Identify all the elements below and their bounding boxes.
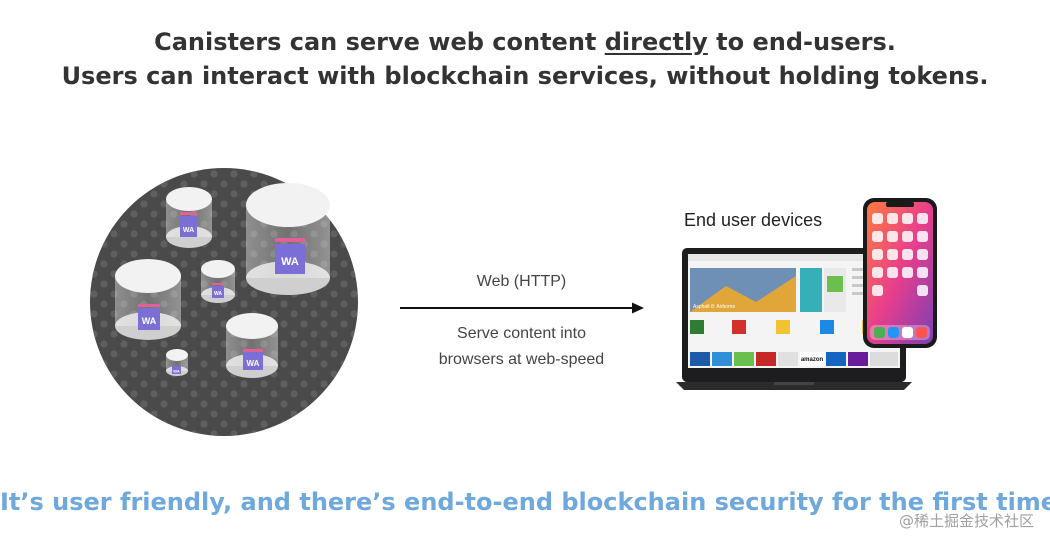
tile-label: amazon: [801, 357, 824, 363]
headline-text-after: to end-users.: [707, 28, 896, 56]
wasm-label: WA: [281, 256, 299, 268]
canister-cylinder: WA: [166, 187, 212, 248]
canister-cylinder: WA: [226, 313, 278, 378]
wasm-label: WA: [183, 227, 194, 234]
canister-cylinder: WA: [246, 183, 330, 295]
laptop-illustration: Asphalt 8: Airborne amazon: [676, 248, 912, 390]
hero-title: Asphalt 8: Airborne: [693, 304, 735, 310]
headline-text-before: Canisters can serve web content: [154, 28, 605, 56]
footer-tagline: It’s user friendly, and there’s end-to-e…: [0, 488, 1050, 516]
headline-line-2: Users can interact with blockchain servi…: [61, 62, 989, 90]
serve-description-line-1: Serve content into: [457, 325, 586, 342]
canister-cylinder: WA: [115, 259, 181, 340]
wasm-label: WA: [247, 359, 260, 368]
watermark: @稀土掘金技术社区: [898, 512, 1034, 530]
serve-description-line-2: browsers at web-speed: [438, 351, 605, 368]
wasm-label: WA: [214, 291, 222, 297]
headline-line-1: Canisters can serve web content directly…: [0, 28, 1050, 56]
protocol-label: Web (HTTP): [476, 273, 567, 290]
canister-cylinder: WA: [166, 349, 188, 376]
arrow-right-icon: [400, 302, 644, 314]
wasm-label: WA: [142, 316, 157, 326]
canister-cylinder: WA: [201, 260, 235, 303]
devices-label: End user devices: [684, 210, 823, 230]
headline-emphasis: directly: [604, 28, 708, 56]
canister-network-illustration: WA WA WA WA WA: [90, 168, 358, 436]
smartphone-illustration: [863, 198, 937, 348]
wasm-label: WA: [173, 369, 180, 374]
